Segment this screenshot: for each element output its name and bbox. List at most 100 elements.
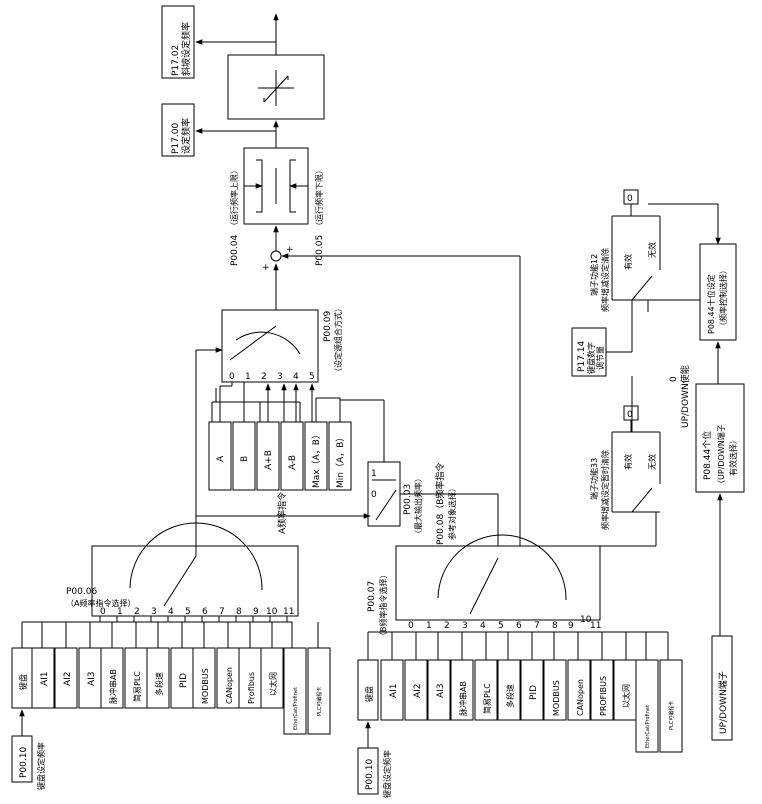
b-ref-switch: [375, 489, 397, 521]
ramp-freq-label: 斜坡设定频率: [180, 22, 192, 76]
p0844-ones-label: P08.44个位: [701, 431, 713, 480]
updown-section: 0 有效 无效 端子功能12 频率增减设定清除 P17.14 键盘数字 调节量 …: [281, 189, 745, 741]
a-port-4: 4: [168, 607, 174, 617]
port-4: 4: [293, 372, 299, 382]
combo-a-plus-b: A+B: [264, 450, 274, 470]
updown-terminal-box: [711, 635, 733, 741]
a-selector-switch: [163, 555, 197, 607]
zero-a: 0: [627, 194, 633, 204]
a-port-0: 0: [100, 607, 106, 617]
b-port-6: 6: [516, 621, 522, 631]
b-src-multistep: 多段速: [505, 684, 515, 708]
t33-valid: 有效: [623, 454, 633, 470]
b-port-0: 0: [408, 621, 414, 631]
selector-switch: [229, 325, 277, 361]
b-port-4: 4: [480, 621, 486, 631]
zero-b: 0: [627, 410, 633, 420]
port-1: 1: [245, 372, 251, 382]
a-keypad-freq: 键盘设定频率: [36, 742, 46, 790]
combo-a-minus-b: A-B: [288, 455, 298, 470]
b-port-7: 7: [534, 621, 540, 631]
a-p0010-label: P00.10: [19, 747, 29, 778]
b-ref-port-0: 0: [371, 490, 377, 500]
b-src-ai1: AI1: [389, 683, 399, 698]
b-port-8: 8: [552, 621, 558, 631]
upper-limit-label: （运行频率上限）: [229, 166, 239, 230]
b-source-section: P00.07 （B频率指令选择） 0 1 2 3 4 5 6 7 8 9 10 …: [357, 534, 683, 798]
b-p0010-box: [357, 747, 379, 795]
b-reference-section: 1 0 P00.03 （最大输出频率） P00.08（B频率指令 参考对象选择）…: [196, 399, 499, 546]
p1714-desc2: 调节量: [596, 346, 605, 370]
a-src-modbus: MODBUS: [201, 668, 210, 704]
ramp-curve-icon: [263, 75, 289, 103]
a-port-5: 5: [185, 607, 191, 617]
b-port-1: 1: [426, 621, 432, 631]
a-src-ai3: AI3: [87, 671, 97, 686]
selector-arc: [235, 331, 301, 355]
p0006-desc: （A频率指令选择）: [66, 598, 135, 608]
b-src-ethercat: EtherCat/Profinet: [645, 705, 651, 748]
a-src-ai2: AI2: [63, 671, 73, 686]
b-src-profibus: PROFIBUS: [599, 676, 608, 716]
a-src-ai1: AI1: [40, 671, 50, 686]
lower-limit-label: （运行频率下限）: [314, 166, 324, 230]
b-src-plc: 简易PLC: [482, 683, 492, 714]
b-src-canopen: CANopen: [576, 679, 585, 716]
t33-desc: 频率增减设定暂时清除: [600, 450, 610, 530]
p0844-tens-desc: （频率控制选择）: [718, 266, 728, 330]
a-port-3: 3: [151, 607, 157, 617]
port-3: 3: [277, 372, 283, 382]
p0004-label: P00.04: [230, 235, 240, 266]
t12-desc: 频率增减设定清除: [600, 248, 610, 312]
sum-plus-right: +: [286, 245, 294, 255]
a-port-2: 2: [134, 607, 140, 617]
p1714-box: [571, 327, 607, 377]
p0006-label: P00.06: [66, 587, 97, 597]
b-port-2: 2: [444, 621, 450, 631]
b-source-selector-box: [395, 545, 601, 621]
a-src-keypad: 键盘: [18, 674, 28, 690]
p0009-desc: （设定源组合方式）: [333, 304, 343, 376]
a-src-ethernet: 以太网: [268, 672, 278, 696]
combo-a: A: [216, 455, 226, 462]
t12-title: 端子功能12: [589, 254, 599, 296]
t33-title: 端子功能33: [589, 458, 599, 500]
combo-b: B: [240, 456, 250, 462]
a-port-8: 8: [236, 607, 242, 617]
a-source-section: P00.06 （A频率指令选择） 0 1 2 3 4 5 6 7 8 9 10 …: [11, 347, 331, 790]
t12-invalid: 无效: [647, 242, 657, 258]
t33-switch: [631, 487, 653, 513]
b-ref-port-1: 1: [371, 469, 377, 479]
p0844-ones-desc: （UP/DOWN端子: [716, 424, 726, 488]
sum-plus-left: +: [262, 263, 270, 273]
a-freq-cmd-label: A频率指令: [276, 492, 288, 534]
a-port-1: 1: [117, 607, 123, 617]
b-src-plc-card: PLC可编程卡: [668, 701, 675, 730]
p0844-tens-box: [699, 243, 737, 341]
p0007-label: P00.07: [367, 581, 377, 612]
p1702-label: P17.02: [171, 45, 181, 76]
a-src-ethercat: EtherCat/Profinet: [293, 687, 299, 730]
t12-valid: 有效: [623, 254, 633, 270]
combination-selector-box: [221, 309, 319, 383]
b-src-ai3: AI3: [436, 683, 446, 698]
b-src-pid: PID: [529, 685, 539, 700]
summing-junction: [270, 250, 282, 262]
a-p0010-box: [11, 735, 33, 783]
a-selector-arc: [129, 522, 263, 591]
output-section: P17.02 斜坡设定频率 P17.00 设定频率 （运行频率上限） （运行频率…: [161, 5, 325, 273]
b-port-5: 5: [498, 621, 504, 631]
b-src-ai2: AI2: [413, 683, 423, 698]
b-port-9: 9: [568, 621, 574, 631]
a-src-canopen: CANopen: [225, 667, 234, 704]
enable-label: UP/DOWN使能: [679, 365, 691, 428]
b-port-10: 10: [580, 615, 592, 625]
combo-min: Min（A，B）: [335, 433, 346, 488]
b-src-modbus: MODBUS: [552, 680, 561, 716]
b-src-pulse: 脉冲串AB: [458, 681, 468, 716]
a-port-9: 9: [253, 607, 259, 617]
b-keypad-freq: 键盘设定频率: [382, 750, 392, 798]
updown-terminal-label: UP/DOWN端子: [717, 671, 729, 734]
a-src-pid: PID: [179, 673, 189, 688]
a-port-11: 11: [283, 607, 294, 617]
